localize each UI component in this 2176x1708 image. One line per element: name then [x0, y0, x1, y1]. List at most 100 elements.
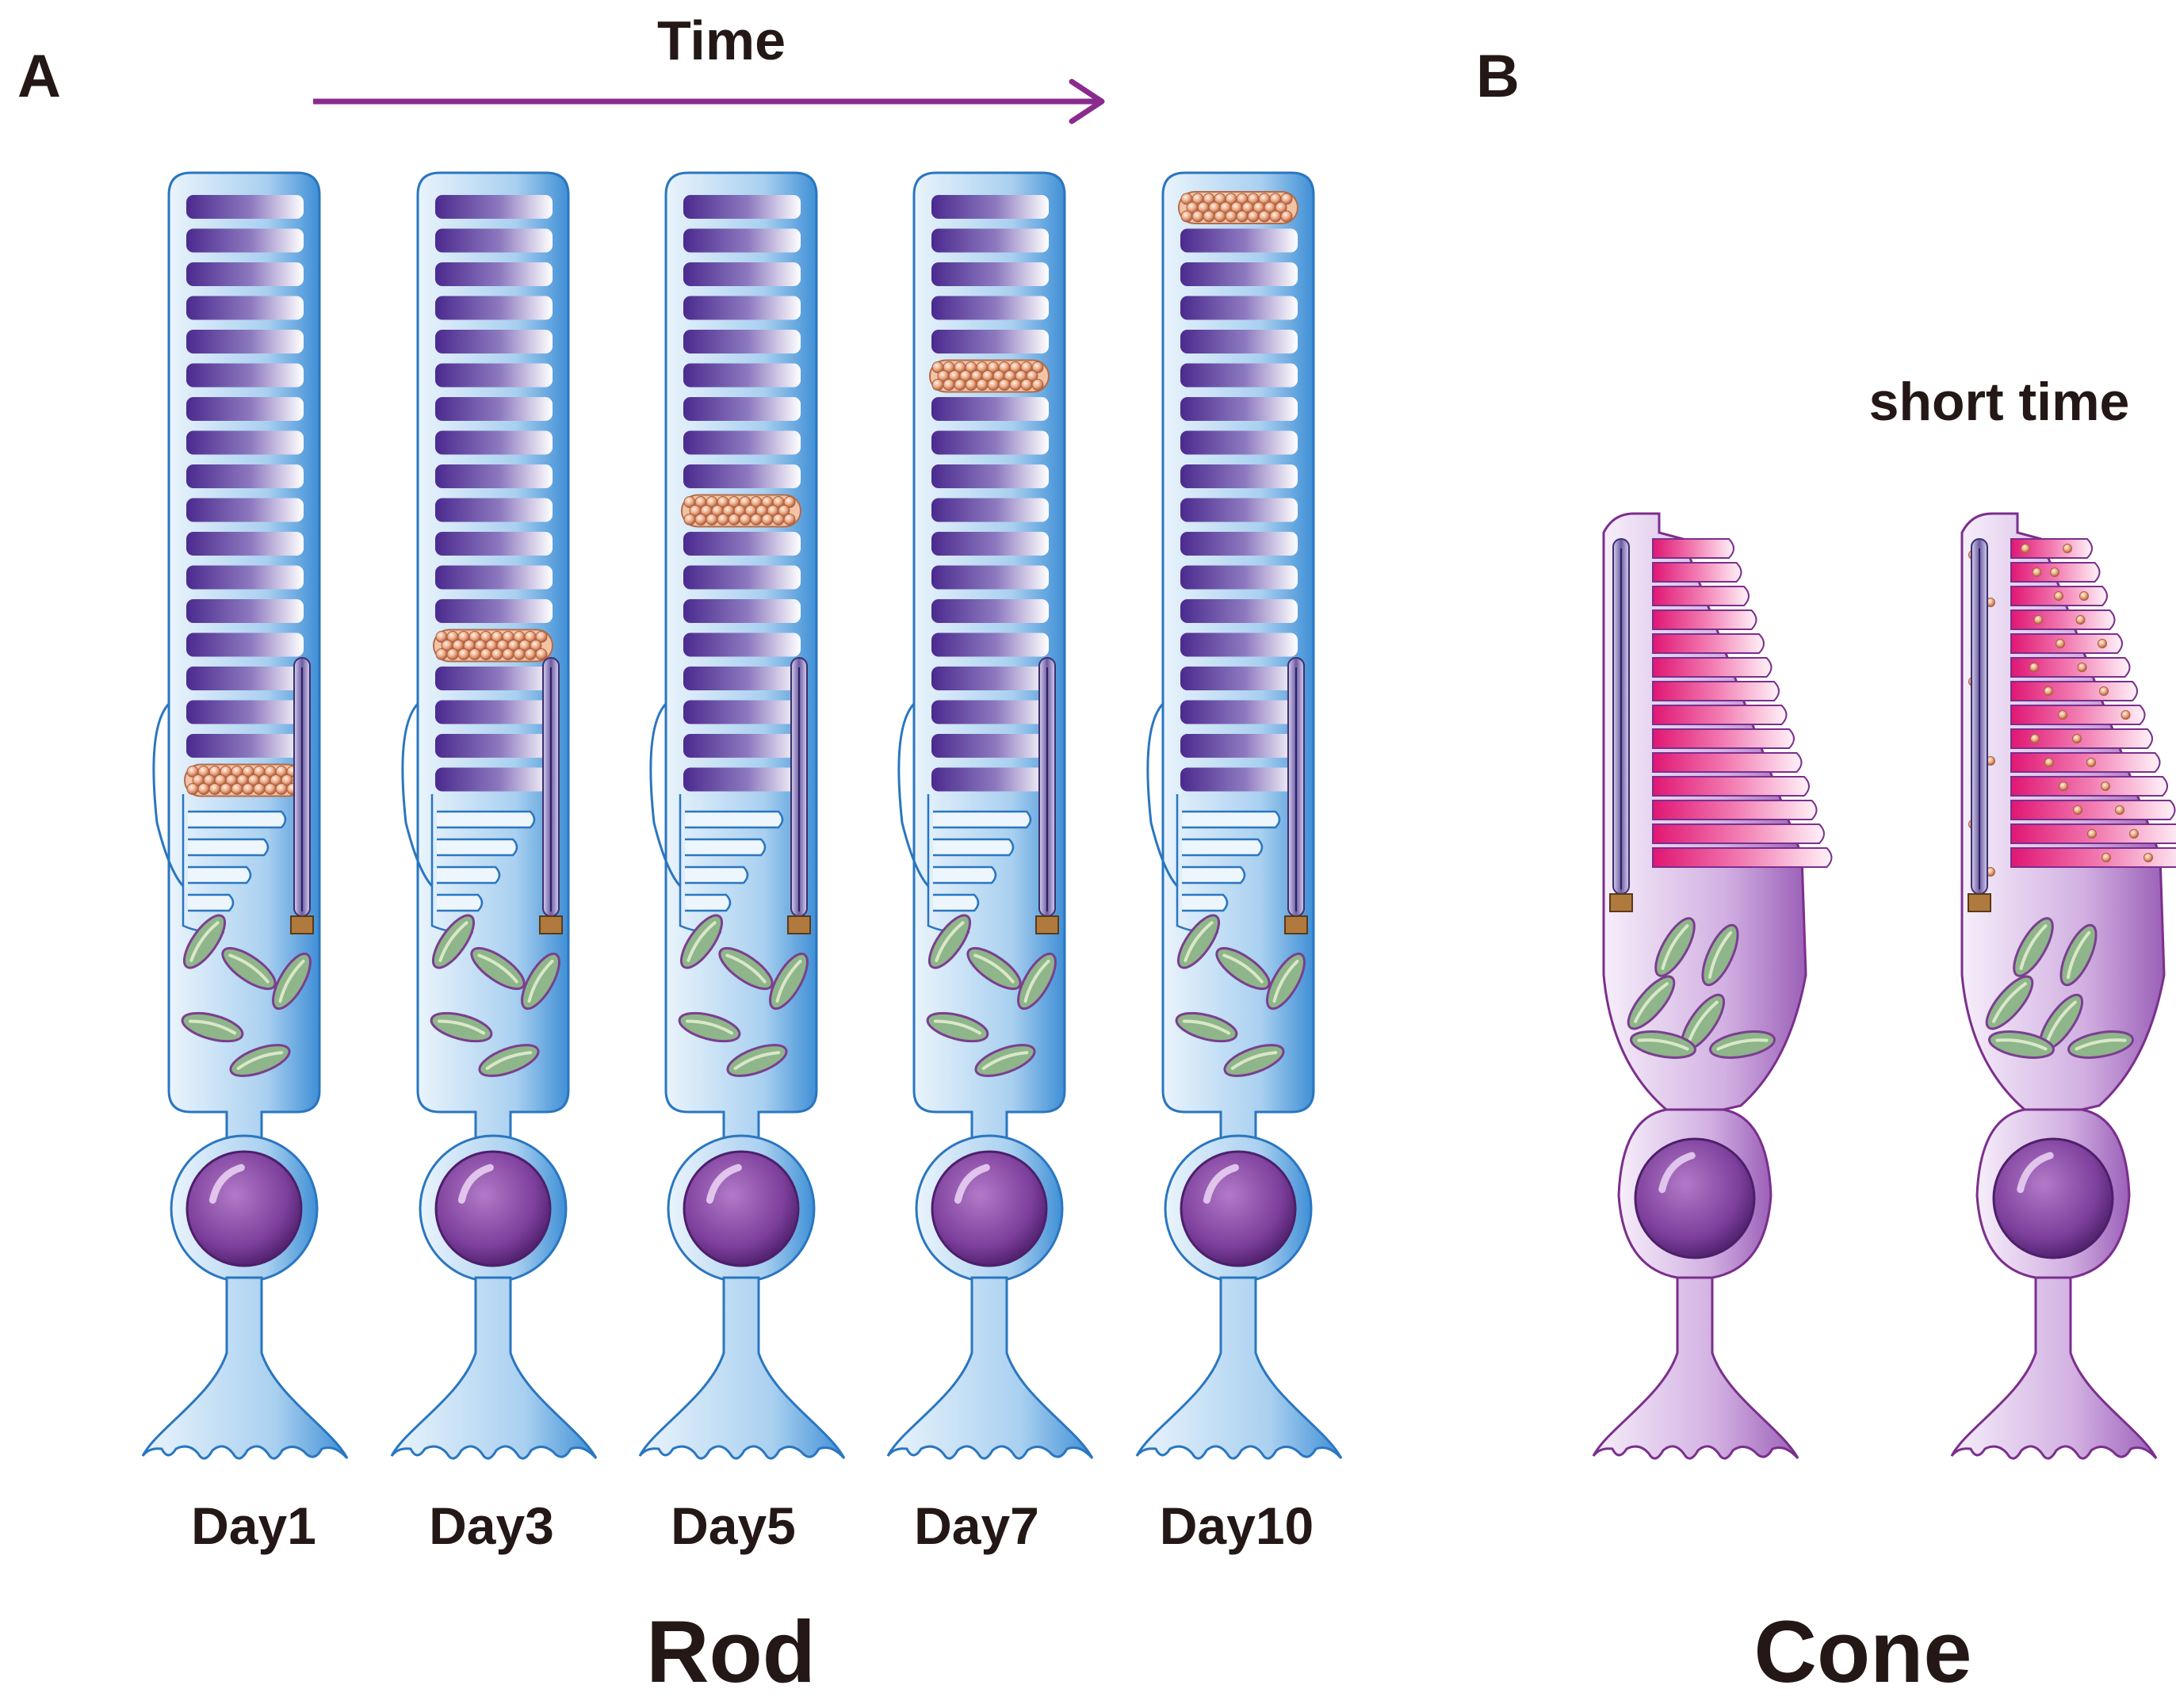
rod-disc	[683, 599, 801, 623]
rod-disc	[435, 397, 553, 421]
rod-disc	[186, 667, 304, 690]
rod-disc	[1180, 565, 1298, 590]
day-label-5: Day10	[1160, 1496, 1314, 1555]
rod-disc	[931, 700, 1049, 724]
rod-basal-disc	[188, 865, 252, 885]
mitochondrion	[221, 946, 277, 991]
rod-disc	[1180, 228, 1298, 253]
mitochondrion	[1701, 923, 1739, 987]
day-label-2: Day3	[429, 1496, 554, 1555]
rod-disc	[1180, 667, 1298, 690]
mitochondrion	[718, 946, 774, 991]
rod-disc	[1180, 363, 1298, 388]
rod-calyceal-process	[897, 702, 930, 888]
cone-disc	[2010, 657, 2131, 678]
rod-basal-disc	[437, 838, 518, 857]
marker-dot	[2115, 805, 2124, 815]
connecting-cilium	[1609, 538, 1633, 912]
marker-dot	[2054, 591, 2063, 601]
rod-disc	[1180, 599, 1298, 623]
rod-disc	[1180, 532, 1298, 556]
rod-cell-1	[141, 171, 349, 1460]
mitochondrion	[272, 952, 312, 1011]
rod-basal-disc	[685, 865, 749, 885]
mitochondrion	[182, 914, 227, 969]
rod-basal-disc	[437, 865, 501, 885]
marker-dot	[2098, 639, 2107, 648]
panel-a-label: A	[17, 43, 61, 110]
mitochondrion	[966, 946, 1022, 991]
mitochondrion	[430, 1011, 493, 1043]
rod-disc	[186, 296, 304, 320]
rod-disc	[683, 397, 801, 421]
rod-disc	[931, 262, 1049, 286]
mitochondrion	[478, 1044, 540, 1077]
marker-dot	[2121, 710, 2131, 720]
rod-disc	[186, 498, 304, 522]
marker-band	[184, 763, 304, 797]
day-label-1: Day1	[191, 1496, 316, 1555]
rod-cell-2	[390, 171, 598, 1460]
rod-disc	[931, 632, 1049, 657]
mitochondrion	[1627, 975, 1676, 1030]
mitochondrion	[1175, 1011, 1238, 1043]
marker-band	[681, 494, 801, 528]
rod-disc	[1180, 464, 1298, 488]
rod-disc	[683, 632, 801, 657]
rod-disc	[931, 464, 1049, 488]
synaptic-terminal	[1950, 1276, 2158, 1460]
marker-dot	[2063, 544, 2072, 553]
cone-disc	[1652, 657, 1773, 678]
rod-disc	[683, 532, 801, 556]
cone-disc	[2010, 633, 2123, 654]
cone-disc	[1652, 633, 1765, 654]
nucleus	[1992, 1137, 2114, 1259]
rod-disc	[1180, 632, 1298, 657]
rod-disc	[435, 532, 553, 556]
marker-dot	[2058, 710, 2067, 720]
rod-disc	[683, 734, 801, 758]
rod-basal-disc	[188, 893, 235, 912]
rod-disc	[435, 296, 553, 320]
rod-disc	[931, 565, 1049, 590]
cone-disc	[2010, 800, 2176, 820]
rod-disc	[435, 700, 553, 724]
rod-disc	[1180, 734, 1298, 758]
rod-basal-disc	[933, 838, 1015, 857]
synaptic-terminal	[390, 1276, 598, 1460]
cone-disc	[1652, 847, 1833, 868]
marker-dot	[2086, 758, 2096, 767]
rod-disc	[683, 330, 801, 353]
cone-disc	[1652, 752, 1803, 773]
rod-disc	[186, 700, 304, 724]
cone-condition-label: short time	[1869, 372, 2130, 432]
mitochondrion	[927, 914, 972, 969]
rod-disc	[186, 262, 304, 286]
rod-disc	[186, 532, 304, 556]
marker-dot	[2101, 853, 2111, 862]
connecting-cilium	[787, 657, 811, 934]
rod-disc	[683, 363, 801, 388]
nucleus	[683, 1150, 800, 1267]
mitochondrion	[2059, 923, 2098, 987]
marker-dot	[2029, 663, 2039, 672]
rod-basal-disc	[1182, 893, 1229, 912]
rod-disc	[186, 632, 304, 657]
synaptic-terminal	[886, 1276, 1094, 1460]
rod-basal-disc	[685, 893, 732, 912]
rod-disc	[186, 195, 304, 219]
mitochondrion	[926, 1011, 989, 1043]
rod-disc	[931, 296, 1049, 320]
marker-dot	[2072, 734, 2082, 743]
rod-disc	[931, 195, 1049, 219]
rod-disc	[683, 228, 801, 253]
rod-disc	[1180, 767, 1298, 792]
rod-disc	[931, 498, 1049, 522]
rod-disc	[1180, 296, 1298, 320]
synaptic-terminal	[638, 1276, 846, 1460]
rod-disc	[435, 228, 553, 253]
rod-basal-disc	[685, 838, 767, 857]
rod-disc	[683, 430, 801, 455]
cone-disc	[2010, 681, 2138, 701]
